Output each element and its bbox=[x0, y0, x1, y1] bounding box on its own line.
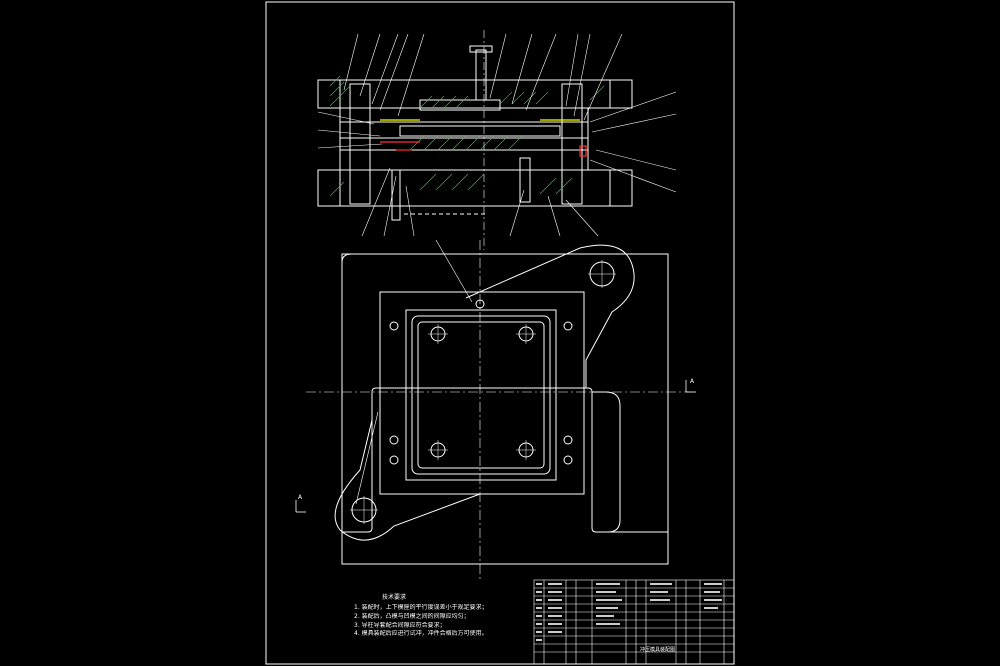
section-marker-label-right: A bbox=[690, 378, 695, 385]
technical-note-4: 4. 模具装配后应进行试冲，冲件合格后方可使用。 bbox=[354, 630, 488, 638]
plan-view bbox=[334, 244, 669, 565]
plan-callout-leader-2 bbox=[355, 411, 379, 505]
section-markers bbox=[295, 380, 696, 513]
callout-leaders bbox=[317, 33, 677, 237]
section-colored-parts bbox=[380, 119, 587, 157]
title-block-drawing-name: 冲压模具装配图 bbox=[640, 647, 676, 653]
plan-view-centerlines bbox=[306, 240, 690, 580]
title-block bbox=[533, 579, 735, 665]
section-view bbox=[317, 45, 633, 221]
section-marker-label-left: A bbox=[298, 494, 303, 501]
technical-note-2: 2. 装配后，凸模与凹模之间的间隙应均匀； bbox=[354, 612, 470, 620]
technical-notes: 技术要求 1. 装配时，上下模座的平行度误差小于规定要求； 2. 装配后，凸模与… bbox=[354, 594, 594, 639]
plan-view-holes bbox=[389, 299, 573, 465]
technical-note-3: 3. 导柱导套配合间隙应符合要求； bbox=[354, 621, 446, 629]
plan-view-crosshairs bbox=[350, 260, 616, 524]
title-block-marks bbox=[536, 583, 722, 641]
plan-callout-leader bbox=[435, 239, 473, 303]
technical-note-1: 1. 装配时，上下模座的平行度误差小于规定要求； bbox=[354, 604, 488, 611]
section-hatching bbox=[329, 75, 605, 197]
drawing-border bbox=[265, 1, 735, 665]
technical-notes-title: 技术要求 bbox=[382, 594, 407, 601]
